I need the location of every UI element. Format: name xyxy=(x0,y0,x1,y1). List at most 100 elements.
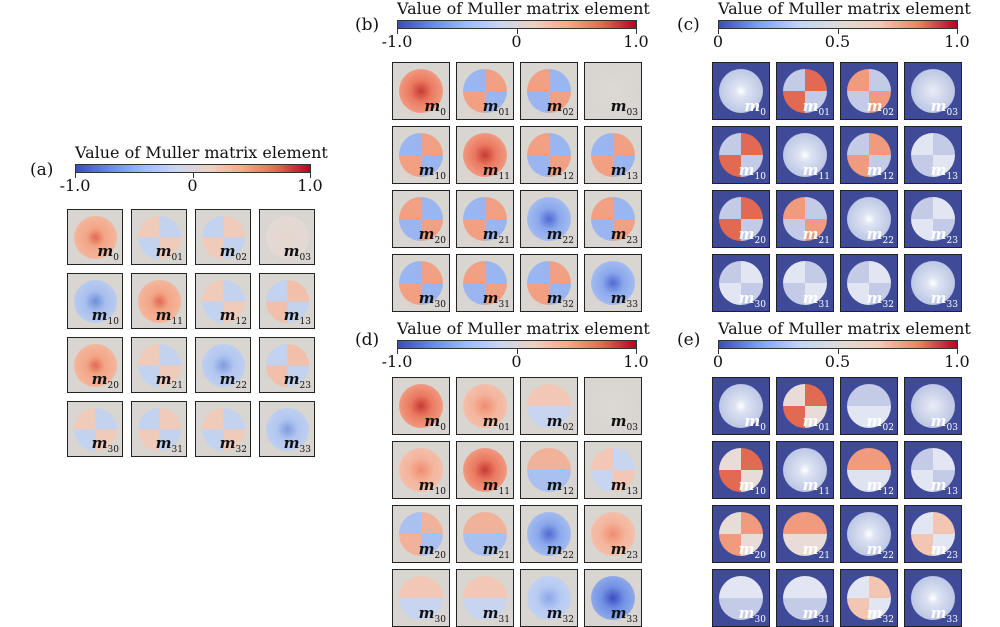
matrix-element-tile: m23 xyxy=(259,337,315,393)
matrix-element-disk xyxy=(911,133,955,177)
matrix-element-tile: m31 xyxy=(456,569,514,627)
matrix-element-tile: m20 xyxy=(392,190,450,248)
matrix-element-tile: m03 xyxy=(904,377,962,435)
matrix-element-symbol: m xyxy=(482,225,499,243)
matrix-element-tile: m11 xyxy=(131,273,187,329)
matrix-element-label: m13 xyxy=(611,478,638,497)
matrix-element-label: m03 xyxy=(931,99,958,118)
matrix-element-index: 23 xyxy=(299,381,311,391)
matrix-element-index: 10 xyxy=(434,487,446,497)
matrix-element-disk xyxy=(911,197,955,241)
panel-label: (d) xyxy=(355,330,380,350)
matrix-element-tile: m12 xyxy=(520,441,578,499)
matrix-element-symbol: m xyxy=(738,161,755,179)
matrix-element-tile: m23 xyxy=(584,190,642,248)
matrix-element-label: m30 xyxy=(92,436,119,455)
colorbar-tick xyxy=(397,349,398,354)
matrix-element-disk xyxy=(266,408,309,451)
matrix-element-label: m10 xyxy=(419,478,446,497)
matrix-element-tile: m30 xyxy=(67,401,123,457)
matrix-element-tile: m0 xyxy=(392,62,450,120)
colorbar-title: Value of Muller matrix element xyxy=(75,143,328,162)
colorbar-tick-label: 0 xyxy=(712,352,724,371)
matrix-element-symbol: m xyxy=(91,434,108,452)
matrix-element-index: 30 xyxy=(754,300,766,310)
matrix-element-label: m32 xyxy=(220,436,247,455)
matrix-element-tile: m10 xyxy=(67,273,123,329)
matrix-element-disk xyxy=(399,261,443,305)
matrix-element-disk xyxy=(138,216,181,259)
matrix-element-symbol: m xyxy=(418,161,435,179)
colorbar-tick-label: 1.0 xyxy=(623,352,649,371)
matrix-element-index: 20 xyxy=(434,551,446,561)
matrix-element-symbol: m xyxy=(866,225,883,243)
colorbar-title: Value of Muller matrix element xyxy=(397,319,650,338)
matrix-element-index: 02 xyxy=(562,108,574,118)
matrix-element-tile: m12 xyxy=(840,441,898,499)
matrix-element-label: m23 xyxy=(284,372,311,391)
matrix-element-symbol: m xyxy=(155,434,172,452)
matrix-element-disk xyxy=(719,69,763,113)
matrix-element-label: m13 xyxy=(931,478,958,497)
colorbar-tick xyxy=(636,29,637,34)
matrix-element-label: m20 xyxy=(419,542,446,561)
matrix-element-disk xyxy=(399,384,443,428)
matrix-element-disk xyxy=(527,448,571,492)
matrix-element-index: 01 xyxy=(818,108,830,118)
matrix-element-tile: m30 xyxy=(712,569,770,627)
matrix-element-index: 31 xyxy=(498,300,510,310)
matrix-element-symbol: m xyxy=(546,289,563,307)
matrix-element-symbol: m xyxy=(866,476,883,494)
matrix-element-index: 33 xyxy=(946,615,958,625)
matrix-element-tile: m13 xyxy=(584,441,642,499)
matrix-element-symbol: m xyxy=(866,97,883,115)
matrix-element-label: m22 xyxy=(547,227,574,246)
matrix-element-tile: m22 xyxy=(520,190,578,248)
matrix-element-symbol: m xyxy=(930,97,947,115)
colorbar xyxy=(397,20,637,29)
matrix-element-label: m10 xyxy=(419,163,446,182)
matrix-element-tile: m12 xyxy=(520,126,578,184)
matrix-element-index: 02 xyxy=(235,253,247,263)
matrix-element-label: m30 xyxy=(419,291,446,310)
matrix-element-index: 02 xyxy=(882,423,894,433)
matrix-element-disk xyxy=(202,344,245,387)
colorbar-tick-label: 1.0 xyxy=(623,32,649,51)
matrix-element-index: 03 xyxy=(626,108,638,118)
matrix-element-tile: m13 xyxy=(904,126,962,184)
matrix-element-index: 33 xyxy=(299,445,311,455)
matrix-element-label: m22 xyxy=(220,372,247,391)
matrix-element-disk xyxy=(719,448,763,492)
matrix-element-label: m03 xyxy=(611,99,638,118)
matrix-element-index: 31 xyxy=(818,300,830,310)
matrix-element-symbol: m xyxy=(97,242,114,260)
matrix-element-label: m11 xyxy=(803,163,830,182)
matrix-element-index: 23 xyxy=(946,551,958,561)
matrix-element-disk xyxy=(719,261,763,305)
matrix-element-tile: m0 xyxy=(392,377,450,435)
matrix-element-tile: m10 xyxy=(712,441,770,499)
matrix-element-tile: m32 xyxy=(840,254,898,312)
matrix-element-disk xyxy=(783,261,827,305)
colorbar-tick xyxy=(397,29,398,34)
matrix-element-disk xyxy=(399,197,443,241)
matrix-element-disk xyxy=(847,197,891,241)
matrix-element-index: 11 xyxy=(498,172,510,182)
matrix-element-index: 22 xyxy=(882,551,894,561)
matrix-element-label: m20 xyxy=(419,227,446,246)
colorbar-tick xyxy=(957,349,958,354)
matrix-element-symbol: m xyxy=(744,412,761,430)
matrix-element-label: m11 xyxy=(483,478,510,497)
matrix-element-tile: m22 xyxy=(840,190,898,248)
matrix-element-index: 12 xyxy=(882,172,894,182)
colorbar-tick-label: -1.0 xyxy=(59,176,91,195)
matrix-element-index: 33 xyxy=(626,615,638,625)
matrix-element-symbol: m xyxy=(738,225,755,243)
matrix-element-tile: m31 xyxy=(776,569,834,627)
matrix-element-index: 03 xyxy=(299,253,311,263)
matrix-element-index: 13 xyxy=(946,487,958,497)
matrix-element-symbol: m xyxy=(424,412,441,430)
panel-label: (e) xyxy=(677,330,701,350)
matrix-element-disk xyxy=(719,384,763,428)
matrix-element-disk xyxy=(719,197,763,241)
